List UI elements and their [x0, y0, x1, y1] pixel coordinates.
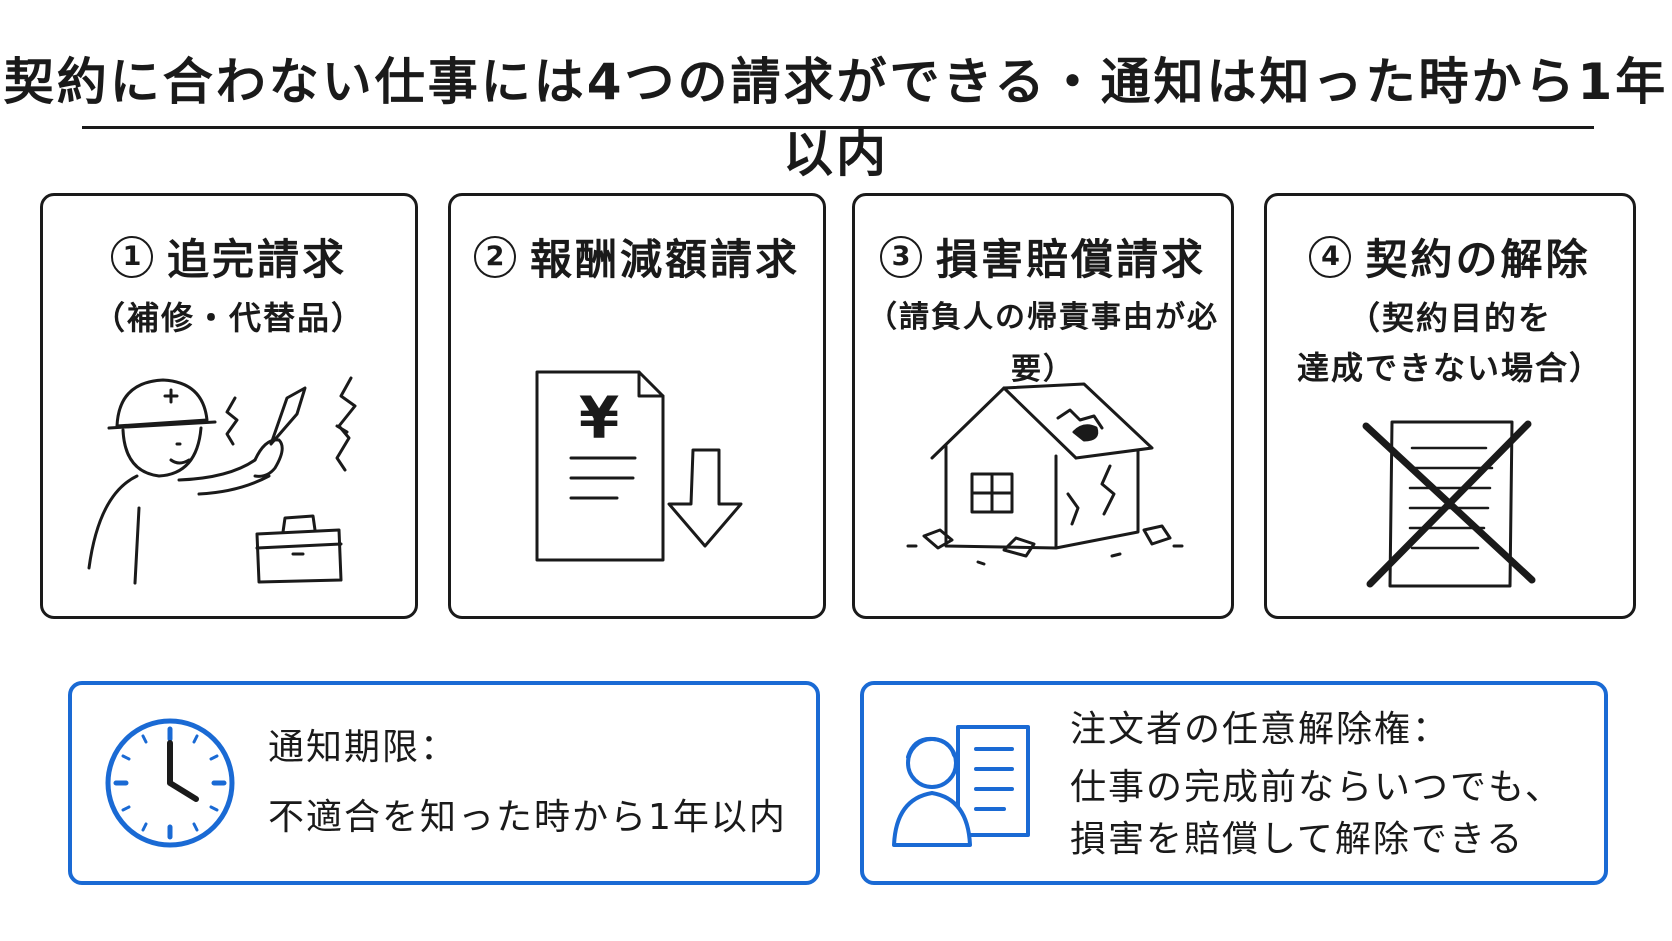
card-subtitle-line2: 達成できない場合）	[1296, 349, 1603, 387]
person-document-icon	[892, 725, 1030, 847]
number-badge-2: 2	[473, 235, 516, 278]
card-header: 2 報酬減額請求	[451, 226, 823, 287]
damaged-house-icon	[906, 382, 1184, 566]
worker-repair-icon	[87, 376, 357, 585]
notice-label: 通知期限：	[268, 727, 459, 768]
yen-symbol: ¥	[579, 384, 619, 452]
optional-termination-box: 注文者の任意解除権： 仕事の完成前ならいつでも、 損害を賠償して解除できる	[860, 681, 1608, 885]
card-header: 3 損害賠償請求	[855, 226, 1231, 287]
card-subtitle: （補修・代替品）	[92, 299, 365, 337]
right-cancel-line2: 損害を賠償して解除できる	[1070, 819, 1525, 860]
number-badge-4: 4	[1309, 235, 1352, 278]
card-title: 追完請求	[166, 235, 347, 284]
right-cancel-line1: 仕事の完成前ならいつでも、	[1070, 767, 1563, 808]
right-cancel-label: 注文者の任意解除権：	[1070, 709, 1451, 750]
card-subtitle-line1: （契約目的を	[1347, 299, 1552, 337]
notice-text: 不適合を知った時から1年以内	[268, 797, 787, 838]
number-badge-3: 3	[879, 235, 922, 278]
card-contract-termination: 4 契約の解除 （契約目的を 達成できない場合）	[1264, 193, 1636, 619]
page-title: 契約に合わない仕事には4つの請求ができる・通知は知った時から1年以内	[3, 53, 1669, 183]
card-price-reduction: 2 報酬減額請求 ¥	[448, 193, 826, 619]
title-underline	[82, 126, 1594, 129]
yen-document-down-icon: ¥	[535, 370, 743, 562]
card-title: 損害賠償請求	[935, 235, 1206, 284]
card-subtitle: （請負人の帰責事由が必要）	[867, 300, 1219, 387]
card-repair-claim: 1 追完請求 （補修・代替品）	[40, 193, 418, 619]
clock-icon	[105, 718, 235, 848]
card-title: 契約の解除	[1365, 235, 1591, 284]
number-badge-1: 1	[110, 235, 153, 278]
card-damages-claim: 3 損害賠償請求 （請負人の帰責事由が必要）	[852, 193, 1234, 619]
card-title: 報酬減額請求	[529, 235, 800, 284]
crossed-document-icon	[1362, 420, 1536, 588]
card-header: 4 契約の解除	[1267, 226, 1633, 287]
notice-deadline-box: 通知期限： 不適合を知った時から1年以内	[68, 681, 820, 885]
card-header: 1 追完請求	[43, 226, 415, 287]
